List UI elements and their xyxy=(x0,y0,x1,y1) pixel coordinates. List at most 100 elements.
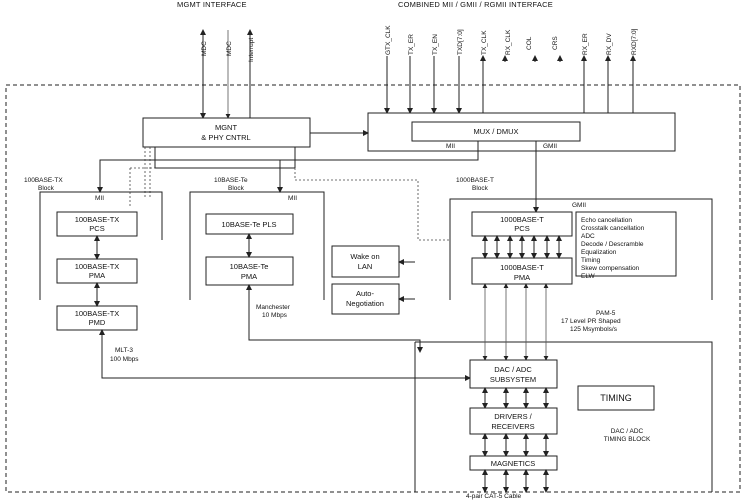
tx-pma-label-1: 100BASE-TX xyxy=(75,262,120,271)
dac-region-frame xyxy=(415,341,713,492)
t-pcs-box xyxy=(471,211,573,237)
manchester-label-2: 10 Mbps xyxy=(262,312,288,319)
signal-txd: TXD[7:0] xyxy=(457,29,464,55)
feature-list: Echo cancellation Crosstalk cancellation… xyxy=(581,217,645,280)
tx-pcs-box xyxy=(56,211,138,237)
drv-label-1: DRIVERS / xyxy=(494,412,532,421)
signal-interrupt: Interrupt xyxy=(248,38,255,62)
dac-adc-subsystem-box xyxy=(469,359,558,389)
auto-negotiation-box xyxy=(331,283,400,315)
t-pcs-pma-arrows xyxy=(482,235,562,259)
timing-box xyxy=(577,385,655,411)
mux-mii-label: MII xyxy=(446,143,455,150)
signal-tx-clk: TX_CLK xyxy=(481,30,488,55)
bus-routing-lines xyxy=(97,130,539,241)
signal-mdio: MDC xyxy=(201,41,208,56)
signal-tx-er: TX_ER xyxy=(408,34,415,55)
t-block-title-2: Block xyxy=(472,185,489,192)
feature-item: Decode / Descramble xyxy=(581,241,644,248)
mux-dmux-label: MUX / DMUX xyxy=(474,127,519,136)
timing-label: TIMING xyxy=(600,393,632,403)
t-pma-label-1: 1000BASE-T xyxy=(500,263,544,272)
drv-label-2: RECEIVERS xyxy=(491,422,534,431)
wake-label-2: LAN xyxy=(358,262,373,271)
mgmt-label-2: & PHY CNTRL xyxy=(201,133,250,142)
cable-label: 4-pair CAT-5 Cable xyxy=(466,493,522,500)
t-pma-label-2: PMA xyxy=(514,273,530,282)
wake-label-1: Wake on xyxy=(350,252,379,261)
bus-signal-labels: GTX_CLK TX_ER TX_EN TXD[7:0] TX_CLK RX_C… xyxy=(385,25,638,55)
signal-mdc: MDC xyxy=(226,41,233,56)
mgmt-label-1: MGNT xyxy=(215,123,237,132)
feature-list-box xyxy=(575,211,677,277)
drivers-receivers-box xyxy=(469,407,558,435)
chip-boundary xyxy=(5,84,741,493)
te-block-frame xyxy=(189,191,325,300)
feature-item: Crosstalk cancellation xyxy=(581,225,645,232)
mux-gmii-label: GMII xyxy=(543,143,557,150)
tx-mii-label: MII xyxy=(95,195,104,202)
t-block-frame xyxy=(449,198,713,300)
pam5-label-1: PAM-5 xyxy=(596,310,616,317)
feature-item: ADC xyxy=(581,233,595,240)
te-pma-label-1: 10BASE-Te xyxy=(230,262,269,271)
manchester-line xyxy=(246,284,423,353)
bus-signal-arrows xyxy=(384,55,636,114)
t-pma-box xyxy=(471,257,573,285)
t-pcs-label-2: PCS xyxy=(514,224,529,233)
signal-gtx-clk: GTX_CLK xyxy=(385,25,392,55)
tx-pmd-label-1: 100BASE-TX xyxy=(75,309,120,318)
tx-block-title-1: 100BASE-TX xyxy=(24,177,63,184)
tx-pcs-label-2: PCS xyxy=(89,224,104,233)
dac-drv-arrows xyxy=(482,387,549,409)
feature-item: Echo cancellation xyxy=(581,217,632,224)
combined-interface-header: COMBINED MII / GMII / RGMII INTERFACE xyxy=(398,0,553,9)
signal-rx-er: RX_ER xyxy=(582,33,589,55)
feature-item: Timing xyxy=(581,257,601,264)
t-block-title-1: 1000BASE-T xyxy=(456,177,494,184)
feature-item: Equalization xyxy=(581,249,617,256)
te-pls-label: 10BASE-Te PLS xyxy=(221,220,276,229)
te-mii-label: MII xyxy=(288,195,297,202)
t-gmii-label: GMII xyxy=(572,202,586,209)
mux-dmux-box xyxy=(411,121,581,142)
signal-rx-dv: RX_DV xyxy=(606,33,613,55)
pam5-label-3: 125 Msymbols/s xyxy=(570,326,618,333)
signal-rxd: RXD[7:0] xyxy=(631,28,638,55)
feature-item: Skew compensation xyxy=(581,265,640,272)
tx-block-frame xyxy=(39,191,163,300)
dac-label-1: DAC / ADC xyxy=(494,365,532,374)
tx-pmd-label-2: PMD xyxy=(89,318,106,327)
pma-dac-lines xyxy=(482,283,549,361)
te-pma-label-2: PMA xyxy=(241,272,257,281)
tx-block-title-2: Block xyxy=(38,185,55,192)
tx-pma-label-2: PMA xyxy=(89,271,105,280)
dac-timing-label-1: DAC / ADC xyxy=(611,428,644,435)
wake-on-lan-box xyxy=(331,245,400,278)
mlt3-label-2: 100 Mbps xyxy=(110,356,139,363)
magnetics-label: MAGNETICS xyxy=(491,459,536,468)
auto-label-2: Negotiation xyxy=(346,299,384,308)
mlt3-line xyxy=(99,329,471,381)
dac-label-2: SUBSYSTEM xyxy=(490,375,536,384)
t-pcs-label-1: 1000BASE-T xyxy=(500,215,544,224)
signal-rx-clk: RX_CLK xyxy=(505,29,512,55)
mgmt-interface-header: MGMT INTERFACE xyxy=(177,0,247,9)
tx-pmd-box xyxy=(56,305,138,331)
signal-crs: CRS xyxy=(552,36,559,50)
pam5-label-2: 17 Level PR Shaped xyxy=(561,318,621,325)
tx-pcs-label-1: 100BASE-TX xyxy=(75,215,120,224)
wake-auto-arrows xyxy=(398,259,415,302)
dac-timing-label-2: TIMING BLOCK xyxy=(604,436,651,443)
cable-lines xyxy=(482,469,549,493)
drv-mag-arrows xyxy=(482,433,549,457)
manchester-label-1: Manchester xyxy=(256,304,291,311)
auto-label-1: Auto- xyxy=(356,289,374,298)
signal-col: COL xyxy=(526,36,533,50)
feature-item: ELW xyxy=(581,273,595,280)
mlt3-label-1: MLT-3 xyxy=(115,347,133,354)
te-block-title-2: Block xyxy=(228,185,245,192)
magnetics-box xyxy=(469,455,558,471)
